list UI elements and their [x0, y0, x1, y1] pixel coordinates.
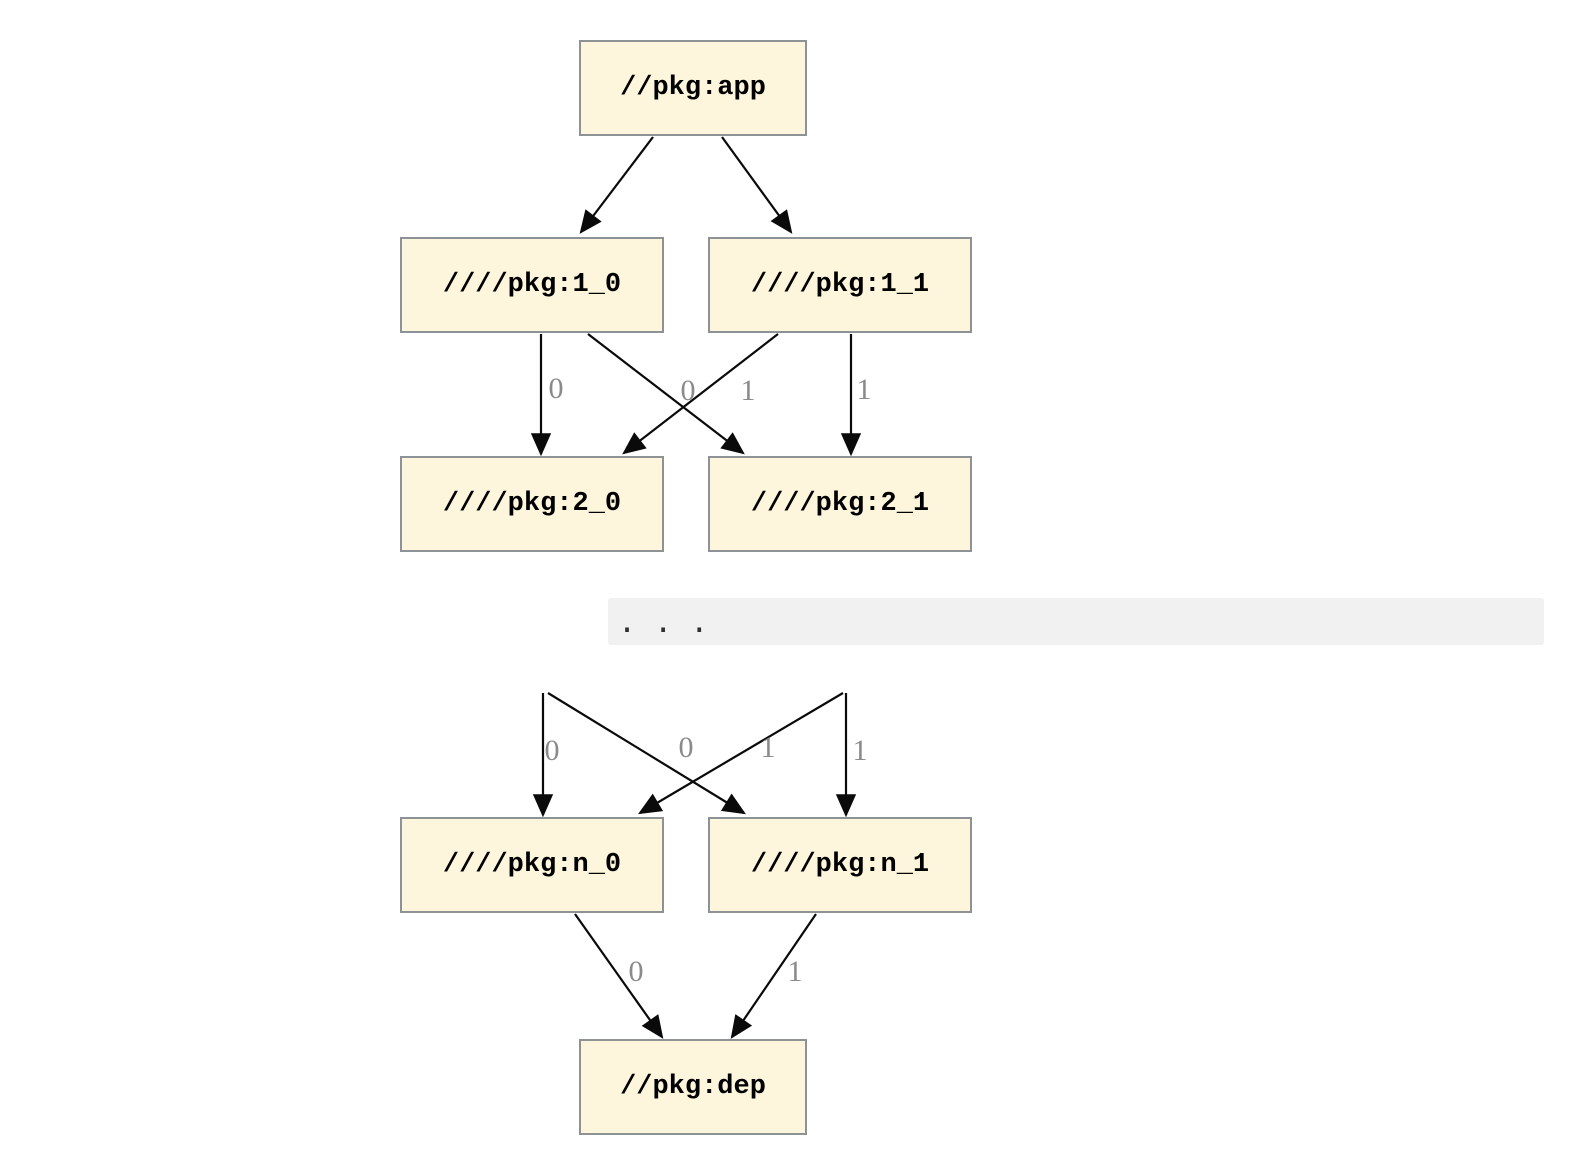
edge-label-1_1-to-2_1: 1 [856, 373, 872, 406]
graph-node-label: //pkg:app [620, 73, 766, 103]
edge-label-n_1-to-dep: 1 [787, 955, 803, 988]
graph-node-1_1: ////pkg:1_1 [708, 237, 972, 333]
ellipsis-text: . . . [618, 605, 709, 640]
edge-label-n_0-to-dep: 0 [628, 955, 644, 988]
graph-node-2_1: ////pkg:2_1 [708, 456, 972, 552]
graph-node-label: ////pkg:1_0 [442, 270, 622, 300]
ellipsis-separator: . . . [608, 598, 1544, 645]
edge-label-ellipsis-to-n_0: 0 [678, 731, 694, 764]
graph-node-n_1: ////pkg:n_1 [708, 817, 972, 913]
graph-node-app: //pkg:app [579, 40, 807, 136]
edge-label-ellipsis-to-n_1: 1 [852, 734, 868, 767]
edge-label-1_0-to-2_1: 1 [740, 374, 756, 407]
graph-node-label: ////pkg:n_0 [442, 850, 622, 880]
graph-node-dep: //pkg:dep [579, 1039, 807, 1135]
graph-node-label: ////pkg:n_1 [750, 850, 930, 880]
graph-node-1_0: ////pkg:1_0 [400, 237, 664, 333]
graph-node-label: ////pkg:2_1 [750, 489, 930, 519]
graph-node-2_0: ////pkg:2_0 [400, 456, 664, 552]
graph-node-label: ////pkg:1_1 [750, 270, 930, 300]
edge-n_0-to-dep [574, 913, 664, 1039]
edge-app-to-1_0 [579, 136, 654, 234]
edge-ellipsis-to-n_1 [547, 692, 746, 815]
graph-node-label: ////pkg:2_0 [442, 489, 622, 519]
edge-label-1_1-to-2_0: 0 [680, 374, 696, 407]
graph-node-label: //pkg:dep [620, 1072, 766, 1102]
edge-ellipsis-to-n_0 [638, 692, 844, 815]
edge-app-to-1_1 [721, 136, 793, 234]
edge-label-ellipsis-to-n_1: 1 [760, 731, 776, 764]
edge-1_0-to-2_1 [587, 333, 745, 455]
edge-n_1-to-dep [730, 913, 817, 1039]
edge-label-ellipsis-to-n_0: 0 [544, 734, 560, 767]
graph-node-n_0: ////pkg:n_0 [400, 817, 664, 913]
edge-label-1_0-to-2_0: 0 [548, 372, 564, 405]
